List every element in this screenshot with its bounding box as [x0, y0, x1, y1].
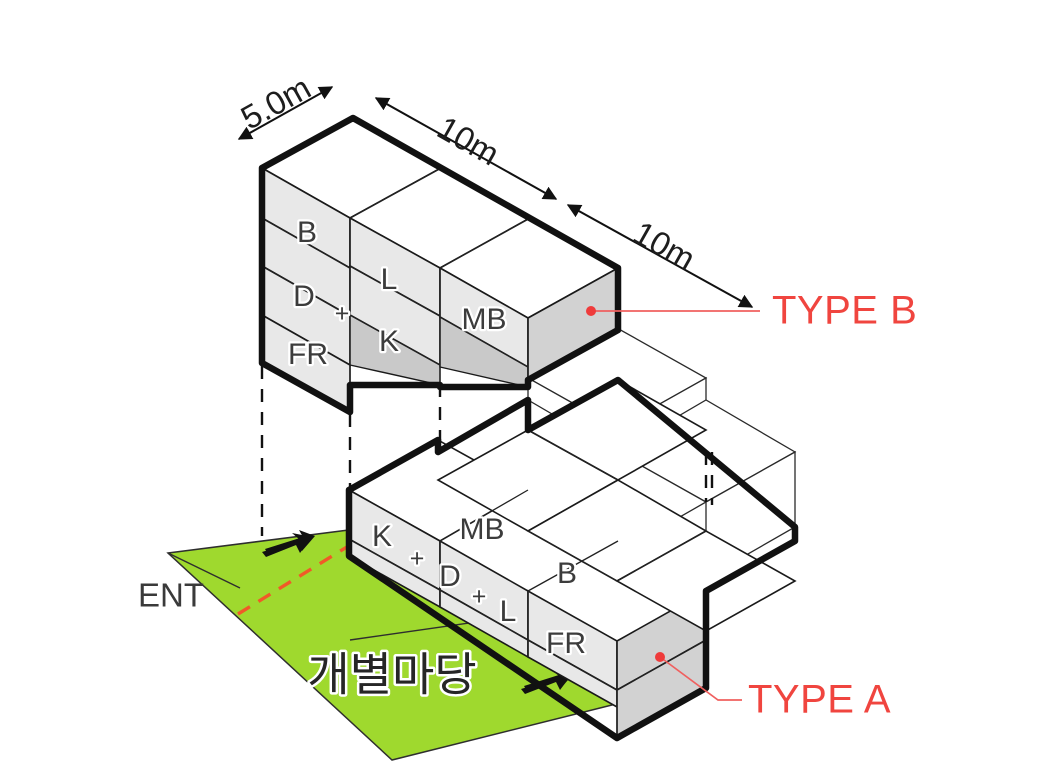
entrance-label: ENT: [138, 577, 204, 614]
room-label-lower-B: B: [557, 557, 577, 590]
lower-mass-outline: [345, 376, 799, 742]
room-label-lower-D: D: [439, 560, 461, 593]
callout-type-a-leader: [659, 656, 742, 701]
callout-type-a-label: TYPE A: [748, 678, 891, 722]
arrow-yard-upper: [262, 530, 315, 557]
lower-mass-typea: [345, 376, 799, 742]
callout-type-a-dot: [655, 652, 665, 662]
callout-type-b-dot: [586, 306, 596, 316]
room-label-upper-MB: MB: [462, 303, 507, 336]
room-label-lower-K: K: [372, 520, 392, 553]
callout-type-b: TYPE B: [586, 289, 917, 333]
room-label-lower-plus1: +: [410, 545, 425, 573]
room-label-lower-plus2: +: [472, 583, 487, 611]
dimension-depth: 5.0m: [235, 69, 334, 140]
upper-mass-hairlines: [261, 167, 531, 412]
dimension-length-b-label: 10m: [627, 214, 701, 278]
dimension-depth-line: [237, 86, 334, 140]
room-label-upper-FR: FR: [288, 338, 328, 371]
room-label-upper-L: L: [381, 263, 398, 296]
callout-type-b-label: TYPE B: [772, 289, 917, 333]
room-label-upper-K: K: [379, 325, 399, 358]
room-label-lower-MB: MB: [460, 513, 505, 546]
room-label-lower-FR: FR: [546, 627, 586, 660]
room-label-lower-L: L: [500, 595, 517, 628]
dimension-length-a-label: 10m: [431, 109, 505, 173]
callout-type-a: TYPE A: [655, 652, 891, 722]
room-label-upper-B: B: [297, 216, 317, 249]
dimension-length-b-line: [566, 204, 754, 308]
yard-label: 개별마당: [307, 648, 476, 702]
dimension-length-a-line: [374, 97, 558, 200]
upper-mass-outline: [258, 114, 622, 416]
room-label-upper-D: D: [293, 280, 315, 313]
yard-edge-hint: [167, 552, 241, 589]
dimension-depth-label: 5.0m: [235, 69, 317, 137]
lower-mass-hairlines: [348, 429, 707, 738]
room-label-upper-plus: +: [335, 300, 350, 328]
upper-mass-labels: B D + FR L K MB: [286, 214, 509, 374]
lower-mass-labels: K + D + L MB B FR: [370, 511, 589, 663]
